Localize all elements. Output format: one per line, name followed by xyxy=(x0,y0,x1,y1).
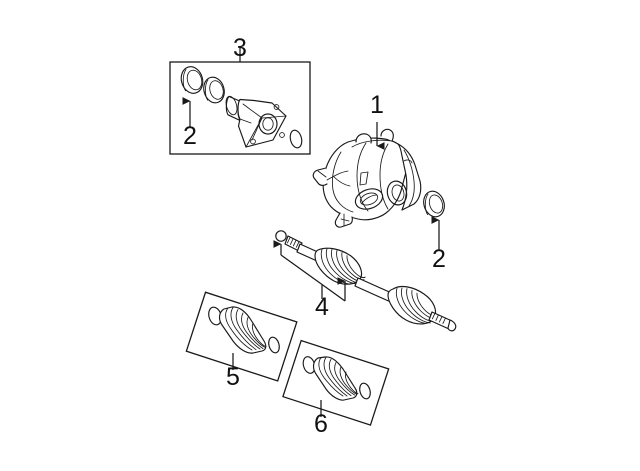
boot-clamp-small xyxy=(268,336,280,354)
callout-2a-label: 2 xyxy=(183,122,197,150)
axle-output-oil-seal xyxy=(423,190,445,218)
callout-3-group: 3 2 xyxy=(169,34,311,155)
pinion-flange xyxy=(237,98,287,148)
callout-2b-label: 2 xyxy=(432,245,446,273)
pinion-oil-seal-outer xyxy=(180,66,204,94)
callout-6-group: 6 xyxy=(282,339,390,438)
boot-clamp-small xyxy=(359,382,371,400)
callout-3-label: 3 xyxy=(233,34,247,62)
pinion-oil-seal-inner xyxy=(203,76,225,104)
callout-1-label: 1 xyxy=(370,91,384,119)
differential-carrier-housing xyxy=(312,128,422,228)
callout-5-box xyxy=(185,291,298,382)
callout-6-box xyxy=(282,339,390,426)
inner-cv-boot-kit xyxy=(302,356,371,401)
callout-5-group: 5 xyxy=(185,291,298,391)
callout-5-label: 5 xyxy=(226,363,240,391)
flange-retainer-ring xyxy=(289,129,303,149)
outer-cv-boot-kit xyxy=(208,306,280,354)
callout-4-label: 4 xyxy=(315,293,329,321)
callout-1-group: 1 xyxy=(312,91,422,228)
front-cv-axle-shaft-assembly xyxy=(275,230,457,332)
callout-4-group: 4 xyxy=(273,230,457,332)
snap-ring xyxy=(275,230,287,242)
callout-4-leader-diagonal xyxy=(280,254,346,302)
callout-2b-group: 2 xyxy=(423,190,446,273)
callout-6-label: 6 xyxy=(314,410,328,438)
